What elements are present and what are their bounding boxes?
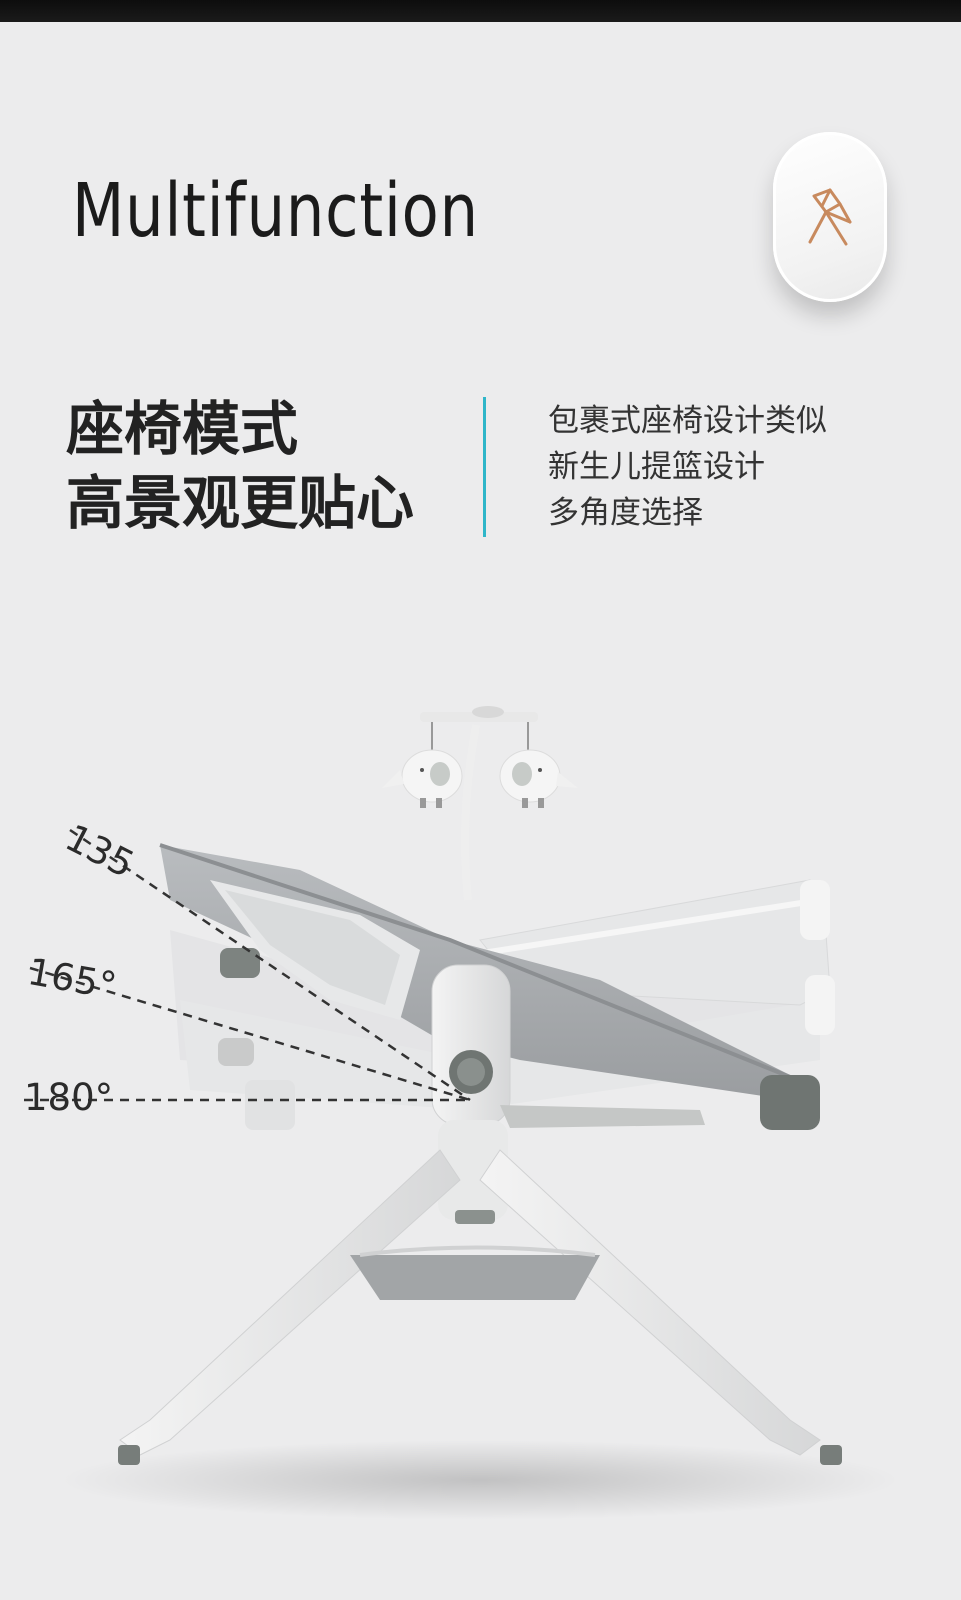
floor-shadow — [60, 1440, 900, 1520]
stand-frame — [118, 1120, 842, 1465]
description-line-1: 包裹式座椅设计类似 — [548, 403, 827, 439]
section-title: 座椅模式 高景观更贴心 — [66, 392, 414, 540]
top-dark-bar — [0, 0, 961, 22]
seat-mode-badge — [773, 132, 887, 302]
description-line-3: 多角度选择 — [548, 495, 703, 531]
toy-bar — [420, 706, 538, 901]
description-line-2: 新生儿提篮设计 — [548, 449, 765, 485]
seat-hub — [218, 948, 820, 1130]
angle-lines — [24, 828, 471, 1102]
bassinet-product-illustration — [24, 706, 900, 1520]
angle-line-165 — [29, 966, 471, 1102]
section-title-line-2: 高景观更贴心 — [66, 469, 415, 537]
angle-label-180: 180° — [24, 1076, 114, 1119]
angle-line-135 — [69, 828, 471, 1102]
elephant-toy-right — [499, 749, 578, 808]
elephant-toy-left — [382, 749, 463, 808]
section-title-line-1: 座椅模式 — [66, 395, 299, 463]
section-description: 包裹式座椅设计类似 新生儿提篮设计 多角度选择 — [548, 398, 827, 536]
accent-divider — [483, 397, 486, 537]
seat-chair-icon — [808, 188, 852, 246]
page-headline: Multifunction — [72, 168, 479, 254]
